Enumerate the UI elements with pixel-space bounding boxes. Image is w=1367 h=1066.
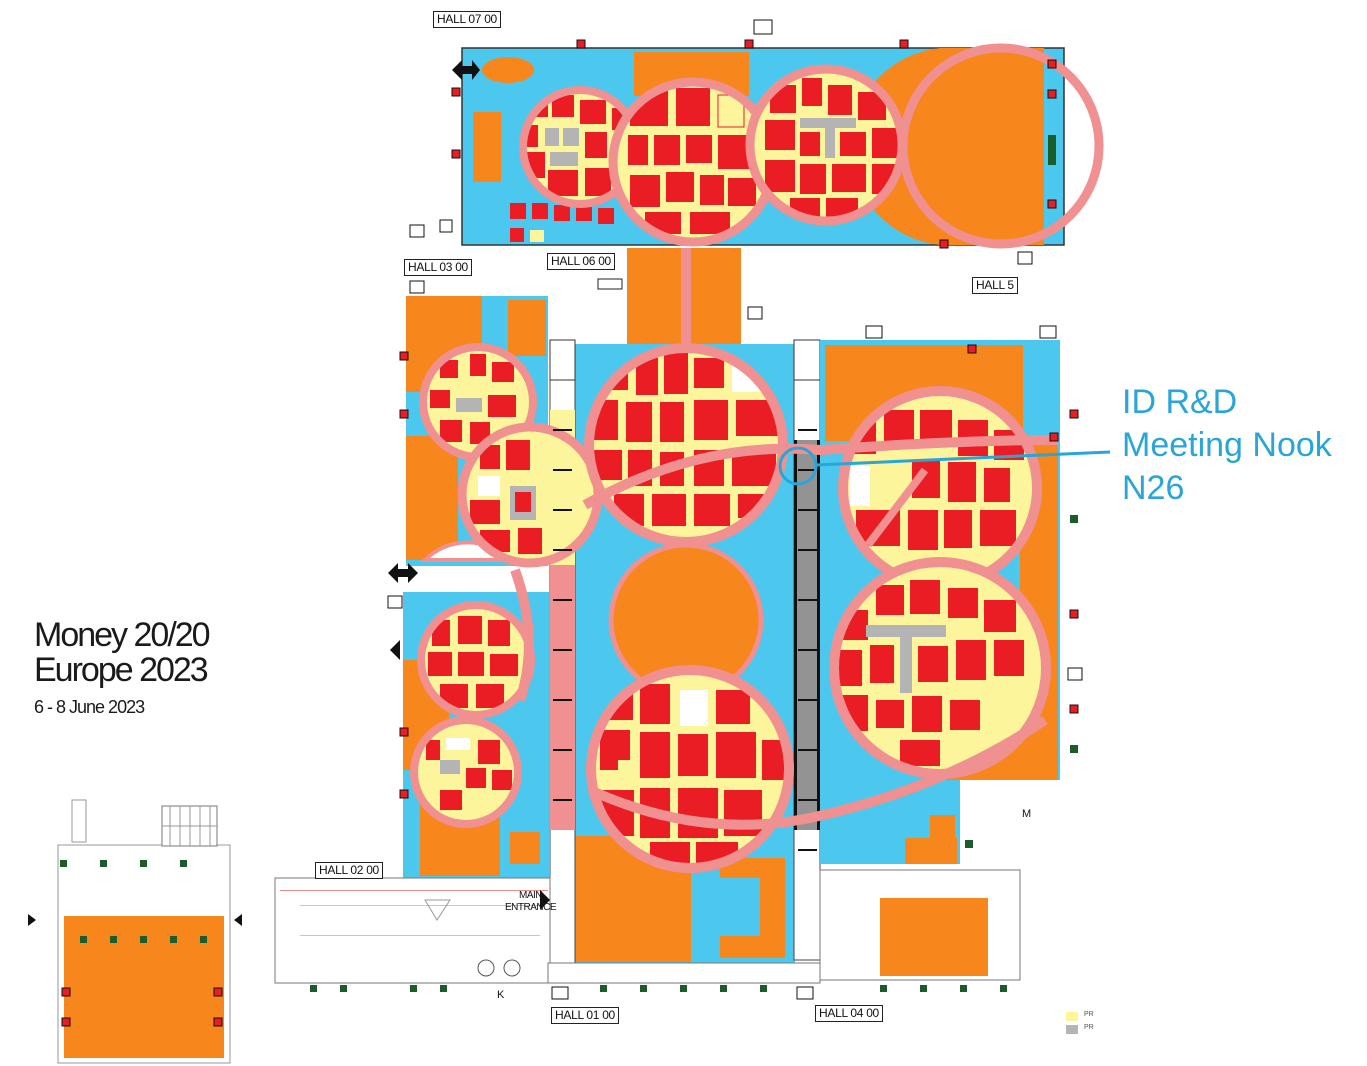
pink-walkway-arcs <box>510 435 1059 830</box>
legend-item-gray: PR <box>1084 1024 1094 1031</box>
main-entrance-label: MAIN ENTRANCE <box>505 890 557 914</box>
event-title: Money 20/20 Europe 2023 <box>34 616 211 689</box>
hall-01-label: HALL 01 00 <box>551 1007 619 1024</box>
callout-booth-code: N26 <box>1122 469 1185 507</box>
legend-item-yellow-label: PR <box>1084 1011 1094 1018</box>
legend-item-yellow: PR <box>1084 1011 1094 1018</box>
meeting-nook-marker[interactable] <box>778 446 1111 486</box>
hall-07-label: HALL 07 00 <box>433 11 501 28</box>
hall-06-circle-top <box>584 343 788 547</box>
hall-02-label: HALL 02 00 <box>315 862 383 879</box>
hall-04-label: HALL 04 00 <box>815 1005 883 1022</box>
hall-04-area <box>819 869 1021 981</box>
event-dates: 6 - 8 June 2023 <box>34 697 145 717</box>
entrance-arrows <box>28 60 550 926</box>
main-entrance-line2: ENTRANCE <box>505 902 557 913</box>
legend-item-gray-label: PR <box>1084 1024 1094 1031</box>
main-entrance-line1: MAIN <box>519 890 543 901</box>
hall-5-circle-top <box>838 386 1042 590</box>
event-title-line1: Money 20/20 <box>34 616 211 654</box>
hall-06-label: HALL 06 00 <box>547 253 615 270</box>
event-title-line2: Europe 2023 <box>34 651 209 689</box>
meeting-nook-callout: ID R&D Meeting Nook N26 <box>1122 381 1332 510</box>
floor-markers <box>60 19 1083 1027</box>
hall-5-label: HALL 5 <box>972 277 1018 294</box>
walkway-arrows <box>553 429 817 851</box>
callout-company: ID R&D <box>1122 383 1238 421</box>
callout-location-name: Meeting Nook <box>1122 426 1332 464</box>
connector-corridor <box>597 248 741 344</box>
hall-07-circle-right <box>745 64 907 226</box>
m-label: M <box>1022 808 1032 820</box>
hall-03-circle-middle <box>457 422 603 568</box>
k-label: K <box>497 989 505 1001</box>
hall-02-lobby <box>274 877 821 984</box>
hall-03-circle-bottom <box>410 716 522 828</box>
hall-03-label: HALL 03 00 <box>404 259 472 276</box>
legend-swatches <box>1066 1012 1078 1034</box>
west-hall <box>57 799 231 1064</box>
hall-03-circle-lower <box>417 601 535 719</box>
hall-06-circle-bottom <box>586 665 794 873</box>
hall-5-circle-bottom <box>829 557 1051 779</box>
